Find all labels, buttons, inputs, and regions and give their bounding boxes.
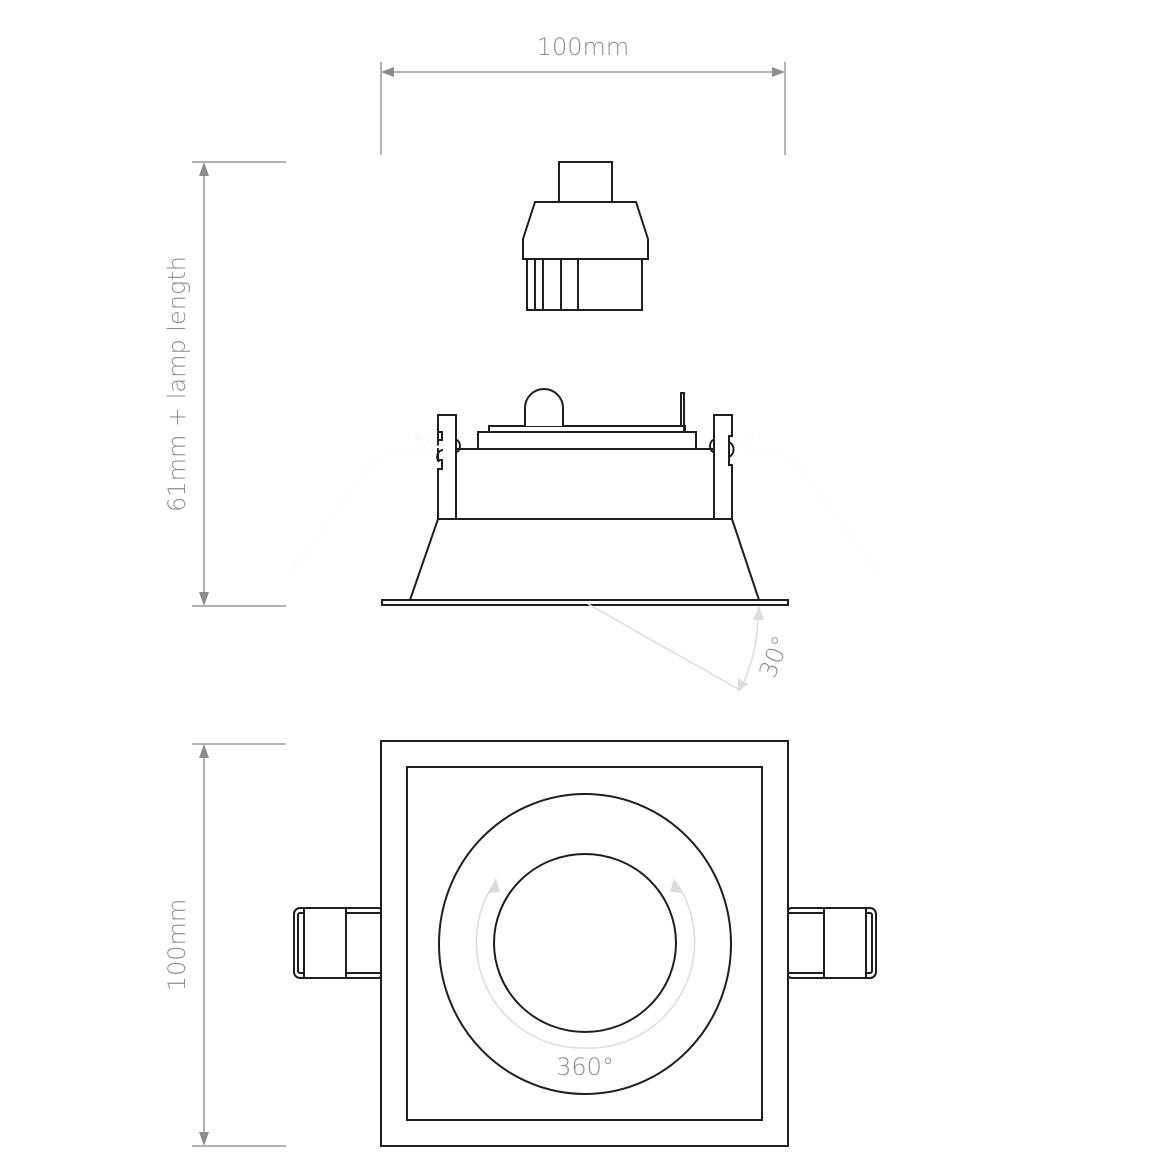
plan-height-label: 100mm bbox=[163, 899, 191, 992]
upper-housing bbox=[455, 448, 715, 520]
left-bracket bbox=[437, 414, 457, 520]
rotation-annotation: 360° bbox=[475, 878, 696, 1081]
connector-pin-block bbox=[558, 161, 613, 203]
arrow-up-icon bbox=[199, 162, 209, 176]
tilt-annotation: 30° bbox=[587, 603, 796, 692]
height-label: 61mm + lamp length bbox=[163, 256, 191, 512]
connector-housing bbox=[522, 201, 649, 260]
reflector-body bbox=[408, 518, 761, 601]
left-spring-clip bbox=[293, 435, 444, 569]
rotate-arrow-left-icon bbox=[488, 878, 500, 893]
arrow-down-icon bbox=[738, 678, 748, 692]
plan-view: 360° bbox=[293, 740, 877, 1147]
connector-base bbox=[526, 258, 643, 311]
tilt-angle-label: 30° bbox=[754, 632, 796, 682]
arrow-left-icon bbox=[381, 67, 394, 77]
lamp-aperture bbox=[493, 853, 677, 1033]
right-spring-clip bbox=[728, 435, 877, 569]
right-side-clip bbox=[785, 907, 877, 979]
arrow-up-icon bbox=[753, 606, 764, 620]
top-plate bbox=[477, 431, 697, 450]
side-elevation: 30° bbox=[293, 388, 877, 692]
arrow-up-icon bbox=[199, 744, 209, 758]
height-dimension-side: 61mm + lamp length bbox=[163, 161, 286, 607]
terminal-dome bbox=[524, 388, 564, 426]
width-dimension-top: 100mm bbox=[380, 33, 786, 155]
rotation-label: 360° bbox=[556, 1053, 614, 1081]
lamp-connector bbox=[522, 161, 649, 311]
rotate-arrow-right-icon bbox=[670, 878, 682, 893]
width-label: 100mm bbox=[537, 33, 630, 61]
top-plate-step bbox=[488, 425, 686, 433]
height-dimension-plan: 100mm bbox=[163, 743, 286, 1147]
right-bracket bbox=[713, 414, 733, 520]
arrow-down-icon bbox=[199, 1132, 209, 1146]
arrow-down-icon bbox=[199, 592, 209, 606]
arrow-right-icon bbox=[772, 67, 785, 77]
left-side-clip bbox=[293, 907, 385, 979]
